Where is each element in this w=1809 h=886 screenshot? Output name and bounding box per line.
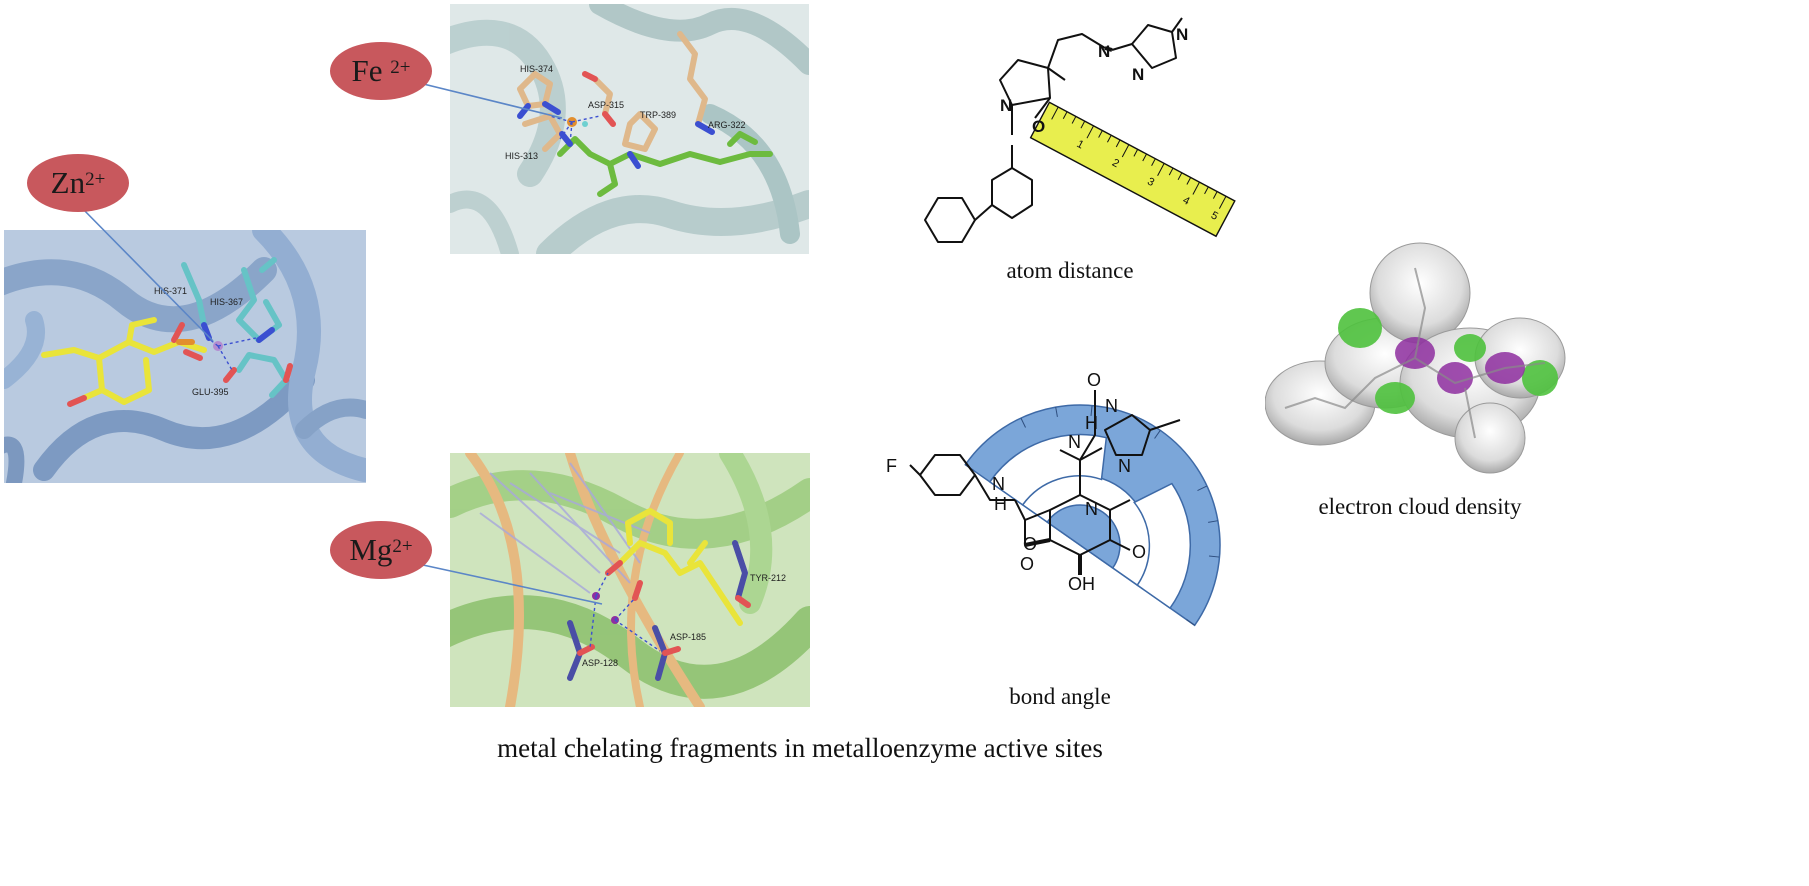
- mg-residue-label: ASP-185: [670, 632, 706, 642]
- zn-residue-label: HIS-371: [154, 286, 187, 296]
- zn-active-site-panel: HIS-371 HIS-367 GLU-395: [4, 230, 366, 483]
- electron-cloud-caption: electron cloud density: [1318, 494, 1522, 519]
- fe-residue-label: TRP-389: [640, 110, 676, 120]
- bond-angle-caption: bond angle: [1009, 684, 1111, 709]
- atom-distance-structure: 1 2 3 4 5 N N N N O: [924, 17, 1236, 243]
- atom-label: F: [886, 456, 897, 476]
- fe-symbol: Fe: [351, 53, 383, 88]
- atom-label: N: [1000, 96, 1012, 115]
- ruler-tick-label: 1: [1075, 138, 1086, 151]
- mg-symbol: Mg: [349, 532, 393, 567]
- atom-label: N: [1068, 432, 1081, 452]
- atom-label: O: [1023, 534, 1037, 554]
- atom-label: N: [1176, 25, 1188, 44]
- fe-charge: 2+: [390, 57, 411, 78]
- atom-label: N: [1132, 65, 1144, 84]
- atom-label: OH: [1068, 574, 1095, 594]
- atom-label: N: [1105, 396, 1118, 416]
- atom-label: N: [992, 474, 1005, 494]
- mg-charge: 2+: [392, 536, 413, 557]
- fe-residue-label: ASP-315: [588, 100, 624, 110]
- atom-label: O: [1132, 542, 1146, 562]
- atom-label: N: [1098, 42, 1110, 61]
- zn-residue-label: HIS-367: [210, 297, 243, 307]
- atom-label: N: [1118, 456, 1131, 476]
- atom-label: O: [1020, 554, 1034, 574]
- atom-label: N: [1085, 499, 1098, 519]
- fe-ion-badge: Fe 2+: [330, 42, 432, 100]
- mg-active-site-panel: TYR-212 ASP-128 ASP-185: [450, 453, 810, 707]
- zn-symbol: Zn: [50, 165, 86, 200]
- mg-residue-label: ASP-128: [582, 658, 618, 668]
- ruler-tick-label: 5: [1209, 209, 1220, 222]
- electron-cloud-structure: [1265, 242, 1566, 474]
- fe-residue-label: ARG-322: [708, 120, 746, 130]
- atom-distance-caption: atom distance: [1006, 258, 1134, 283]
- atom-label: H: [1085, 413, 1098, 433]
- mg-residue-label: TYR-212: [750, 573, 786, 583]
- fe-active-site-panel: HIS-374 ASP-315 TRP-389 ARG-322 HIS-313: [450, 4, 809, 254]
- ruler-tick-label: 3: [1145, 176, 1156, 189]
- ruler-tick-label: 2: [1110, 157, 1121, 170]
- atom-label: H: [994, 494, 1007, 514]
- atom-label: O: [1087, 370, 1101, 390]
- atom-label: O: [1032, 117, 1045, 136]
- figure-main-caption: metal chelating fragments in metalloenzy…: [497, 733, 1103, 763]
- zn-charge: 2+: [85, 169, 106, 190]
- fe-residue-label: HIS-313: [505, 151, 538, 161]
- zn-residue-label: GLU-395: [192, 387, 229, 397]
- fe-residue-label: HIS-374: [520, 64, 553, 74]
- ruler-tick-label: 4: [1181, 194, 1192, 207]
- bond-angle-structure: F N H O O N N H N N O O OH: [886, 370, 1221, 627]
